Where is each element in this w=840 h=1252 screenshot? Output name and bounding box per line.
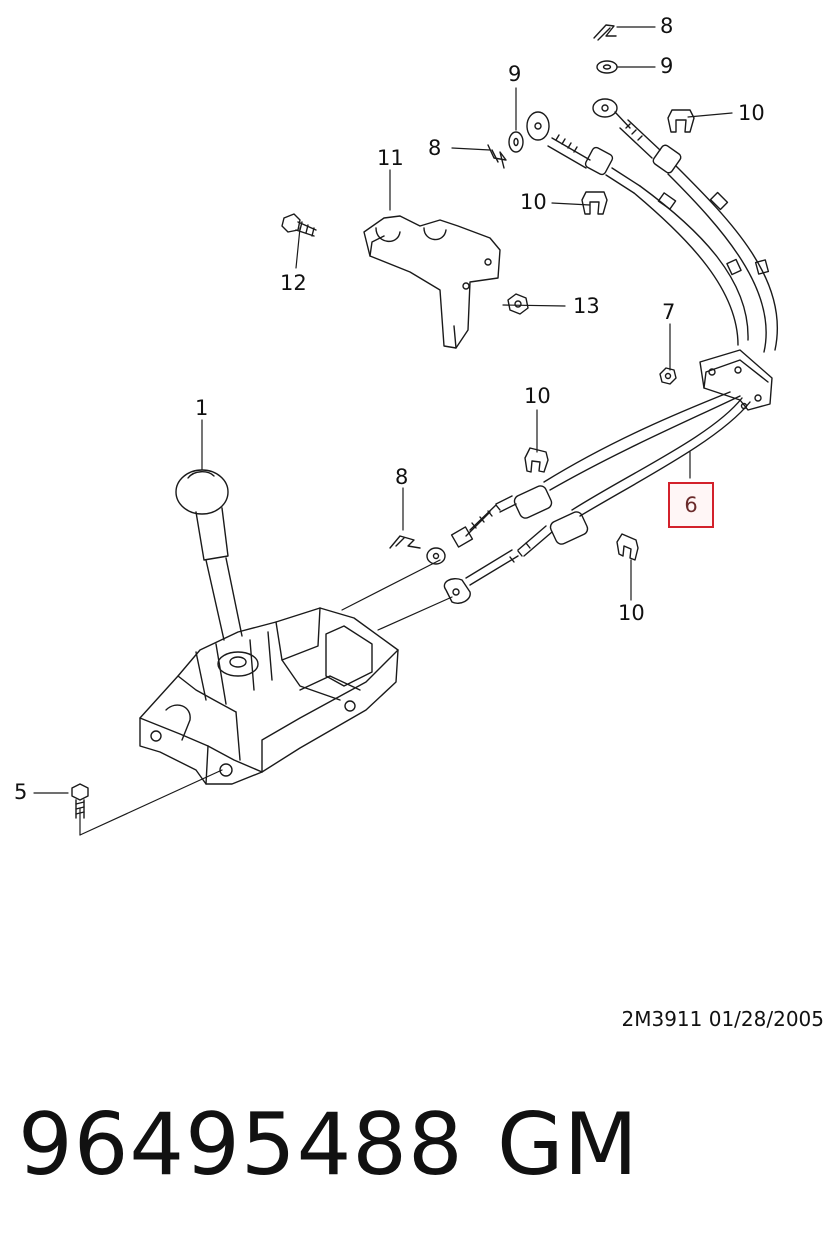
clip-8-left <box>487 144 507 169</box>
bracket-11 <box>363 215 501 349</box>
callout-10-mid: 10 <box>520 190 547 214</box>
clip-10-bottom <box>616 533 639 561</box>
washer-9-right <box>596 60 618 74</box>
shift-lever-1 <box>175 469 243 641</box>
callout-8-left: 8 <box>428 136 442 160</box>
nut-7 <box>659 367 677 385</box>
drawing-code: 2M3911 01/28/2005 <box>621 1007 824 1031</box>
callout-8-top: 8 <box>660 14 674 38</box>
callout-9-right: 9 <box>660 54 674 78</box>
cable-6-upper <box>547 119 778 353</box>
callout-5: 5 <box>14 780 28 804</box>
callout-6-highlighted: 6 <box>668 482 714 528</box>
callout-7: 7 <box>662 300 676 324</box>
clip-10-top-right <box>667 109 695 133</box>
cable-eye-right <box>592 98 631 129</box>
cable-6-lower <box>426 391 751 604</box>
callout-9-left: 9 <box>508 62 522 86</box>
clip-8-lower <box>389 535 421 549</box>
bolt-12 <box>281 213 317 237</box>
cable-bracket <box>699 349 773 411</box>
nut-13 <box>507 293 529 315</box>
shift-base <box>139 607 399 785</box>
brand-label: GM <box>497 1095 638 1195</box>
washer-9-left <box>508 131 524 153</box>
cable-eye-left <box>526 111 550 141</box>
clip-10-mid <box>581 191 608 215</box>
exploded-parts-diagram <box>33 24 778 836</box>
callout-13: 13 <box>573 294 600 318</box>
callout-10-top-right: 10 <box>738 101 765 125</box>
callout-8-lower: 8 <box>395 465 409 489</box>
callout-1: 1 <box>195 396 209 420</box>
callout-12: 12 <box>280 271 307 295</box>
clip-8-top <box>593 24 617 41</box>
callout-10-lower: 10 <box>524 384 551 408</box>
callout-11: 11 <box>377 146 404 170</box>
clip-10-lower <box>524 447 549 473</box>
part-number: 96495488 <box>18 1095 464 1195</box>
leader-lines <box>33 26 733 836</box>
bolt-5 <box>71 783 89 819</box>
callout-10-bottom: 10 <box>618 601 645 625</box>
